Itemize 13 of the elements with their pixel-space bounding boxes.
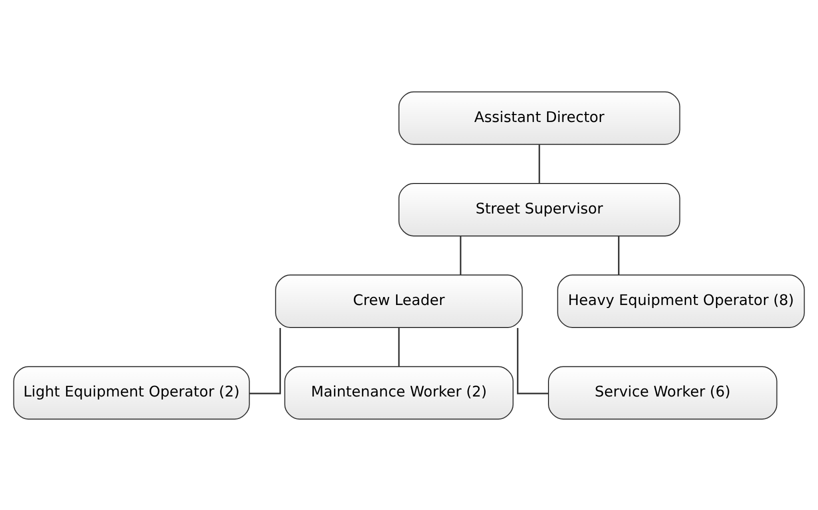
node-box: Street Supervisor bbox=[398, 182, 680, 236]
node-box: Crew Leader bbox=[275, 274, 523, 328]
node-box: Assistant Director bbox=[398, 90, 680, 144]
node-box: Light Equipment Operator (2) bbox=[13, 366, 250, 420]
connector bbox=[398, 327, 400, 366]
connector bbox=[618, 236, 620, 274]
node-box: Maintenance Worker (2) bbox=[284, 366, 514, 420]
connector bbox=[516, 327, 548, 394]
connector bbox=[538, 144, 540, 183]
node-box: Service Worker (6) bbox=[548, 366, 778, 420]
connector bbox=[460, 236, 462, 274]
node-box: Heavy Equipment Operator (8) bbox=[557, 274, 805, 328]
connector bbox=[249, 327, 281, 394]
